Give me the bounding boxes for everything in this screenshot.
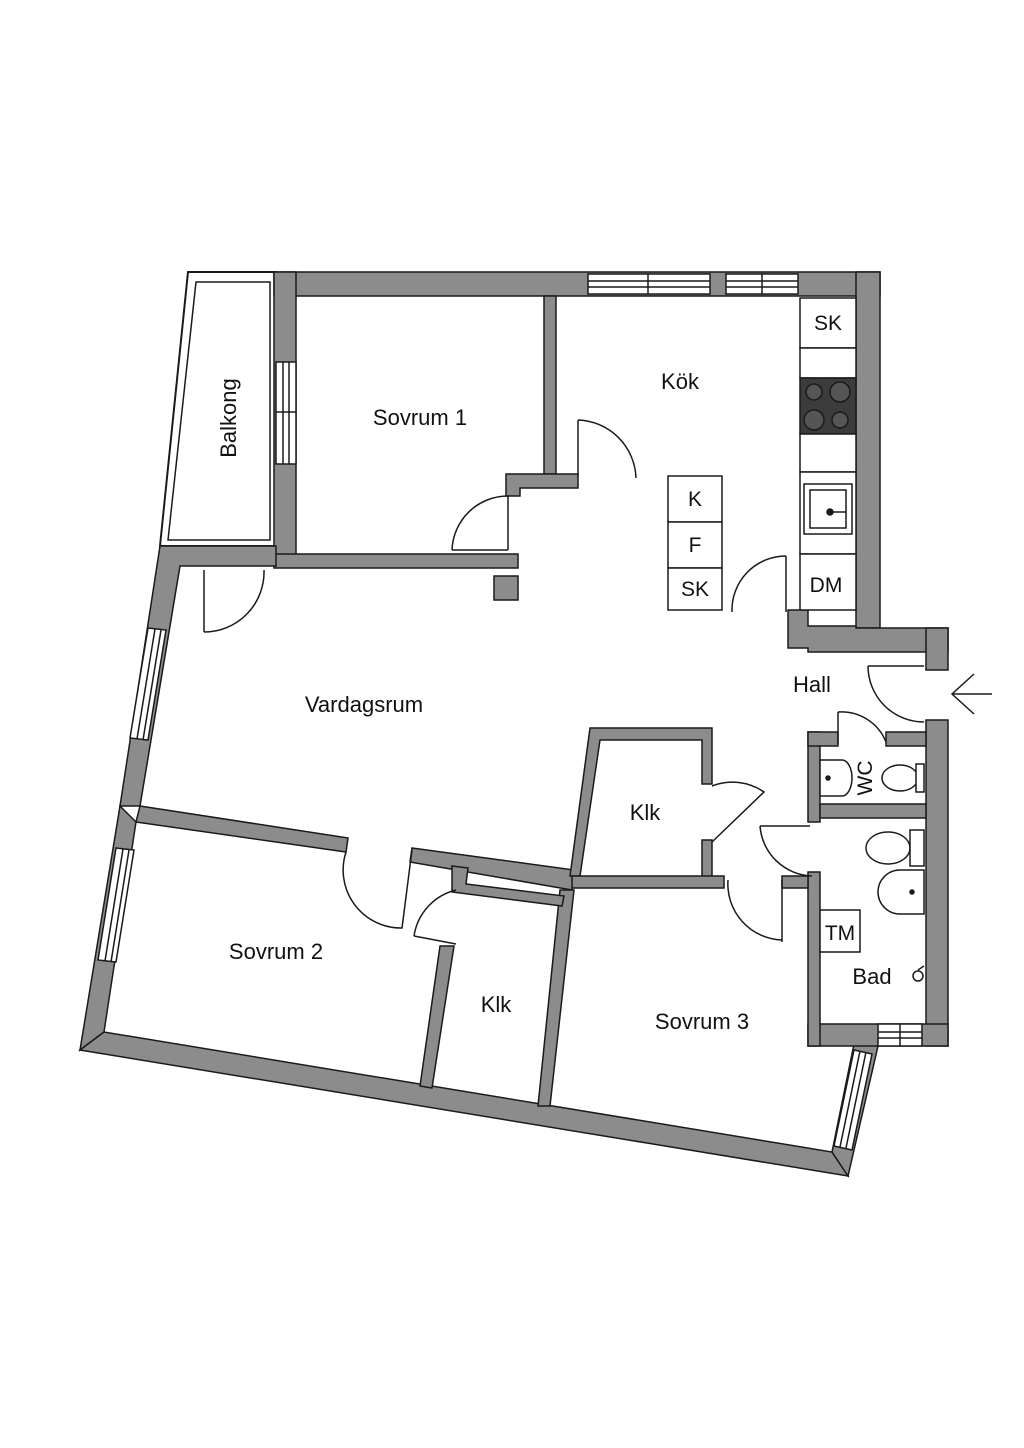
label-wc: WC [854,761,877,796]
doors [203,419,925,945]
label-tm: TM [825,922,855,945]
label-f: F [689,534,702,557]
label-dm: DM [810,574,843,597]
label-sovrum1: Sovrum 1 [373,405,467,430]
windows [97,273,923,1151]
kitchen-counter [667,297,857,611]
label-bad: Bad [852,964,891,989]
label-sk-kitchen: SK [814,312,842,335]
label-vardagsrum: Vardagsrum [305,692,423,717]
sink-icon [803,483,853,535]
label-sovrum2: Sovrum 2 [229,939,323,964]
shower-icon [912,965,925,982]
label-klk2: Klk [481,992,513,1017]
label-k: K [688,488,702,511]
entrance-arrow-icon [950,673,992,715]
label-hall: Hall [793,672,831,697]
tm-box [819,909,861,953]
label-sk-hall: SK [681,578,709,601]
toilet-icon [865,763,925,867]
label-klk1: Klk [630,800,662,825]
washbasin-icon [819,759,925,915]
stove-icon [803,381,851,431]
label-kok: Kök [661,369,700,394]
label-sovrum3: Sovrum 3 [655,1009,749,1034]
label-balkong: Balkong [216,378,241,458]
